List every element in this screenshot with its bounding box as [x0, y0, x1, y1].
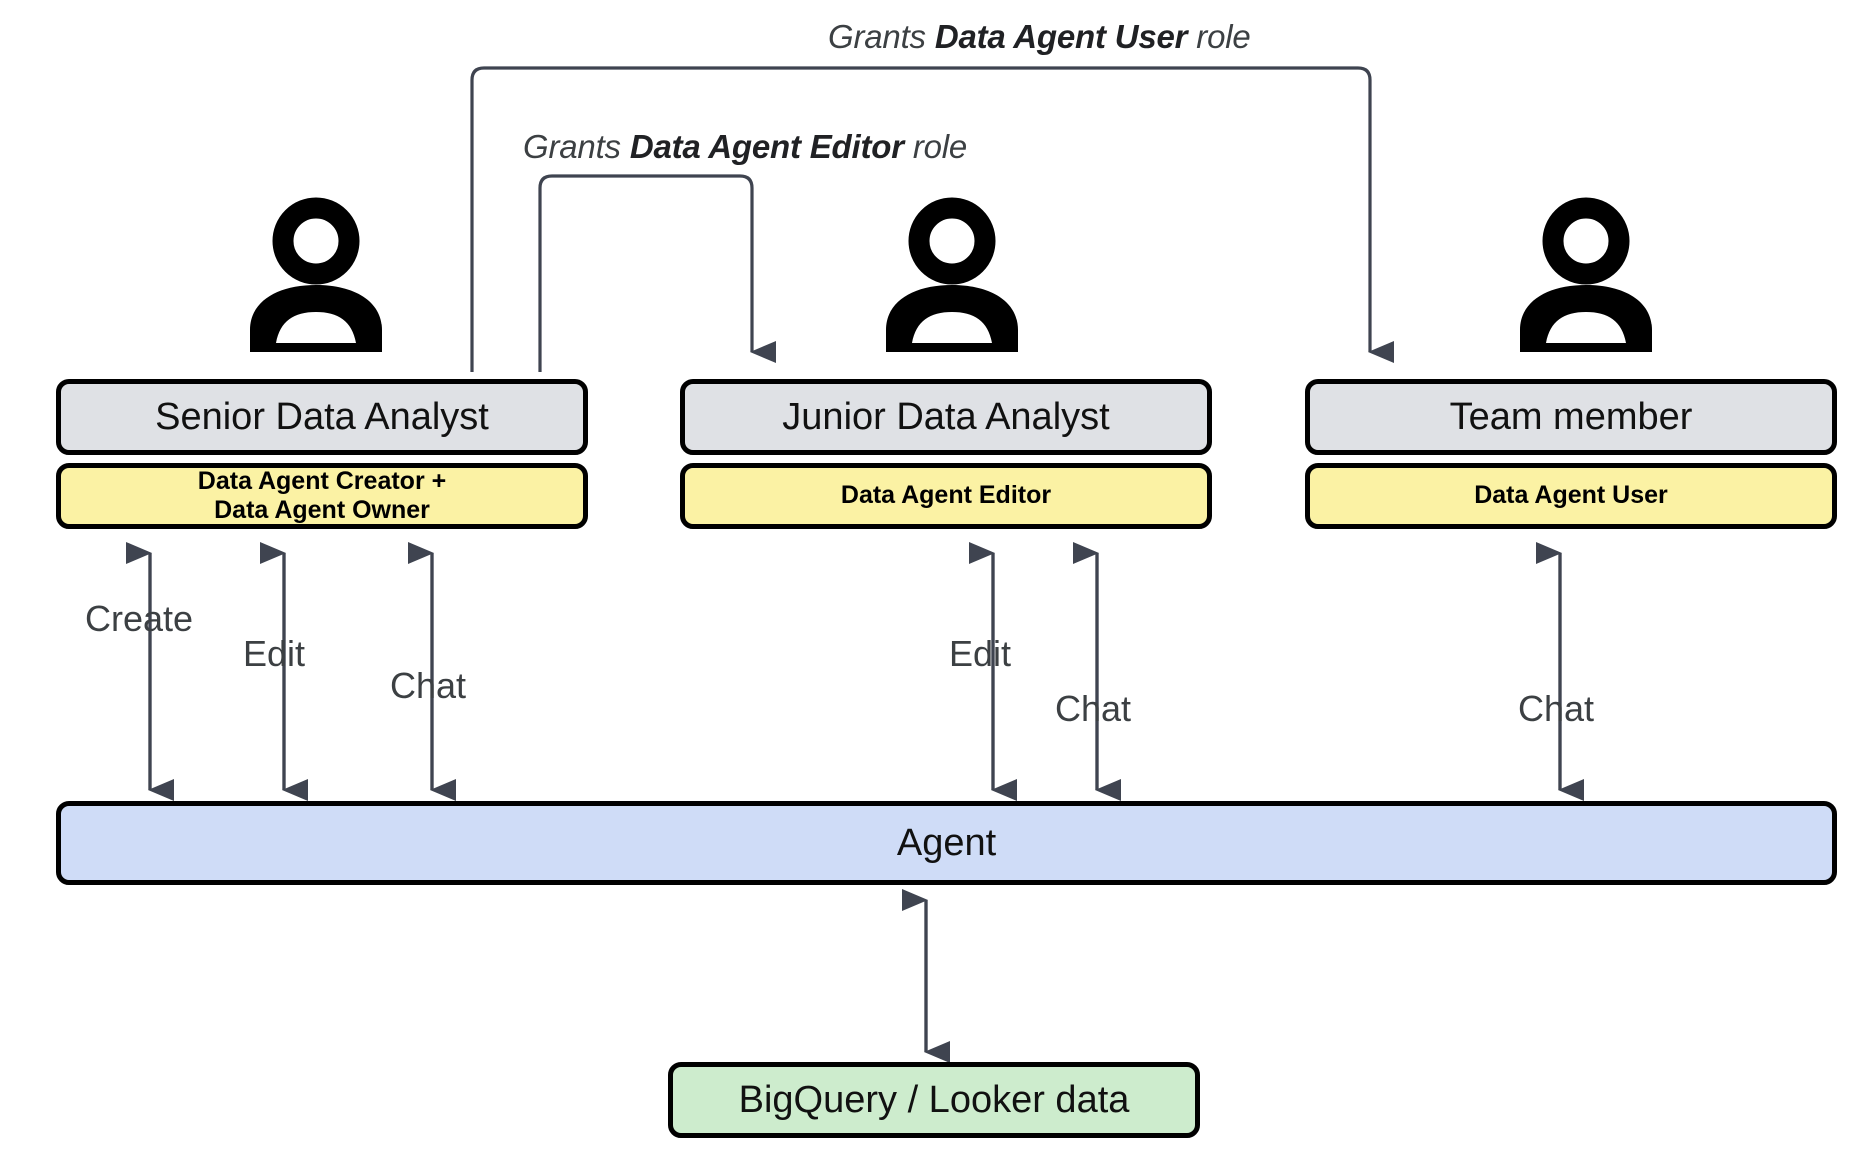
flow-label-senior-chat: Chat	[390, 665, 467, 706]
flow-label-junior-edit: Edit	[949, 633, 1012, 674]
grant-editor-role: Data Agent Editor	[629, 128, 904, 165]
flow-label-senior-create: Create	[85, 598, 194, 639]
flow-label-senior-edit: Edit	[243, 633, 306, 674]
grant-user-label: Grants Data Agent User role	[828, 18, 1251, 56]
data-source-label: BigQuery / Looker data	[738, 1078, 1130, 1121]
persona-title-text: Team member	[1449, 395, 1693, 438]
permission-badge-text: Data Agent User	[1474, 481, 1668, 510]
persona-title-text: Junior Data Analyst	[782, 395, 1110, 438]
permission-badge-team-member: Data Agent User	[1305, 463, 1837, 529]
permission-badge-text: Data Agent Creator + Data Agent Owner	[197, 466, 447, 525]
grant-user-role: Data Agent User	[934, 18, 1188, 55]
grant-editor-prefix: Grants	[523, 128, 630, 165]
persona-title-junior-data-analyst: Junior Data Analyst	[680, 379, 1212, 455]
permission-badge-text: Data Agent Editor	[840, 481, 1052, 510]
agent-node: Agent	[56, 801, 1837, 885]
permission-badge-senior-data-analyst: Data Agent Creator + Data Agent Owner	[56, 463, 588, 529]
flow-label-team-chat: Chat	[1518, 688, 1595, 729]
grant-editor-suffix: role	[903, 128, 968, 165]
person-icon	[886, 197, 1018, 352]
grant-editor-label: Grants Data Agent Editor role	[523, 128, 967, 166]
grant-user-suffix: role	[1187, 18, 1251, 55]
person-icon	[250, 197, 382, 352]
agent-node-label: Agent	[896, 821, 997, 864]
person-icon	[1520, 197, 1652, 352]
permission-badge-junior-data-analyst: Data Agent Editor	[680, 463, 1212, 529]
persona-title-senior-data-analyst: Senior Data Analyst	[56, 379, 588, 455]
persona-title-text: Senior Data Analyst	[155, 395, 489, 438]
flow-label-junior-chat: Chat	[1055, 688, 1132, 729]
persona-title-team-member: Team member	[1305, 379, 1837, 455]
grant-editor-connector	[538, 174, 776, 372]
data-source-node: BigQuery / Looker data	[668, 1062, 1200, 1138]
grant-user-prefix: Grants	[828, 18, 935, 55]
